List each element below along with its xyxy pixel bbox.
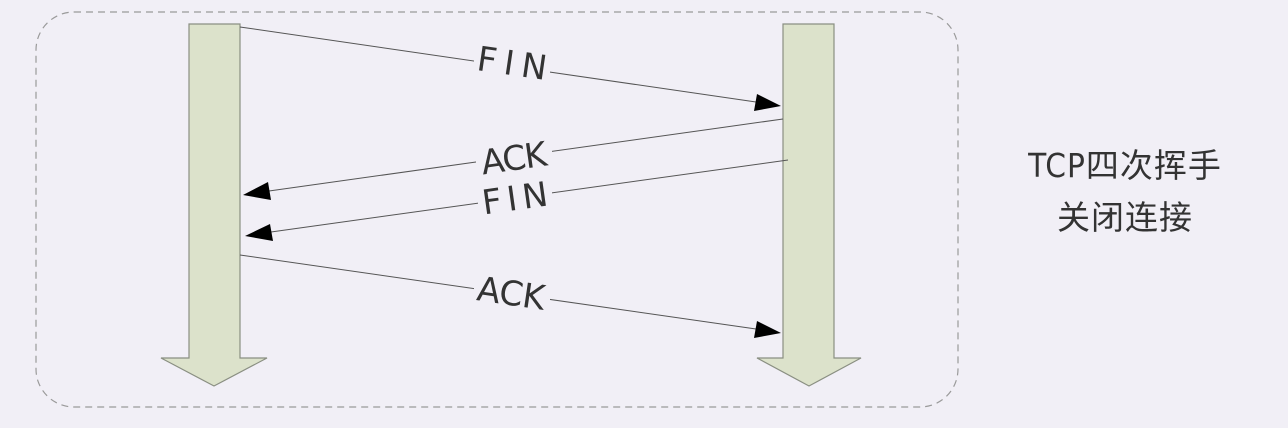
arrowhead-icon (243, 182, 271, 200)
arrowhead-icon (245, 224, 273, 241)
message-fin-1: FIN (239, 26, 781, 111)
diagram-frame (35, 11, 959, 408)
label-background (478, 178, 552, 216)
message-label: ACK (479, 134, 552, 183)
caption-line-1: TCP四次挥手 (1028, 146, 1222, 185)
left-lifeline-arrow (160, 23, 268, 387)
diagram-caption: TCP四次挥手 关闭连接 (990, 140, 1260, 244)
label-background (474, 274, 550, 314)
message-label: ACK (474, 269, 549, 319)
arrowhead-icon (754, 94, 781, 111)
caption-line-2: 关闭连接 (1057, 198, 1193, 237)
label-background (474, 44, 550, 84)
right-lifeline-arrow (756, 23, 862, 387)
message-ack-2: ACK (239, 254, 781, 338)
label-background (476, 140, 552, 176)
arrowhead-icon (754, 321, 781, 338)
message-ack-1: ACK (243, 118, 784, 200)
message-fin-2: FIN (245, 159, 789, 241)
